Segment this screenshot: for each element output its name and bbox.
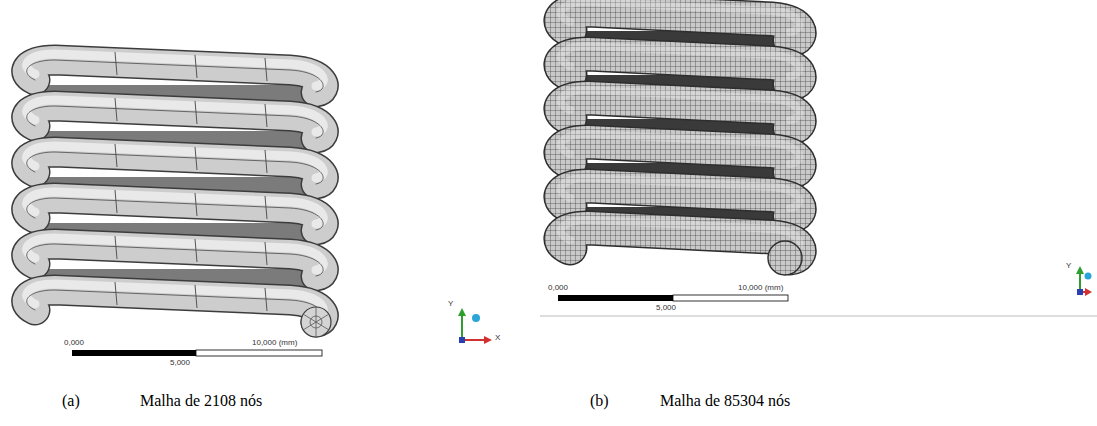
subfigure-caption: Malha de 2108 nós bbox=[140, 392, 262, 410]
scale-label: 10,000 (mm) bbox=[738, 284, 783, 293]
axis-label: Y bbox=[448, 300, 453, 309]
scale-label: 10,000 (mm) bbox=[252, 339, 297, 348]
axis-label: Y bbox=[1066, 262, 1071, 271]
axis-label: X bbox=[495, 334, 500, 343]
subfigure-letter: (a) bbox=[62, 392, 80, 410]
subfigure-caption: Malha de 85304 nós bbox=[660, 392, 790, 410]
scale-label: 5,000 bbox=[656, 304, 676, 313]
scale-label: 5,000 bbox=[170, 359, 190, 368]
scale-label: 0,000 bbox=[548, 284, 568, 293]
subfigure-letter: (b) bbox=[590, 392, 609, 410]
scale-label: 0,000 bbox=[64, 339, 84, 348]
